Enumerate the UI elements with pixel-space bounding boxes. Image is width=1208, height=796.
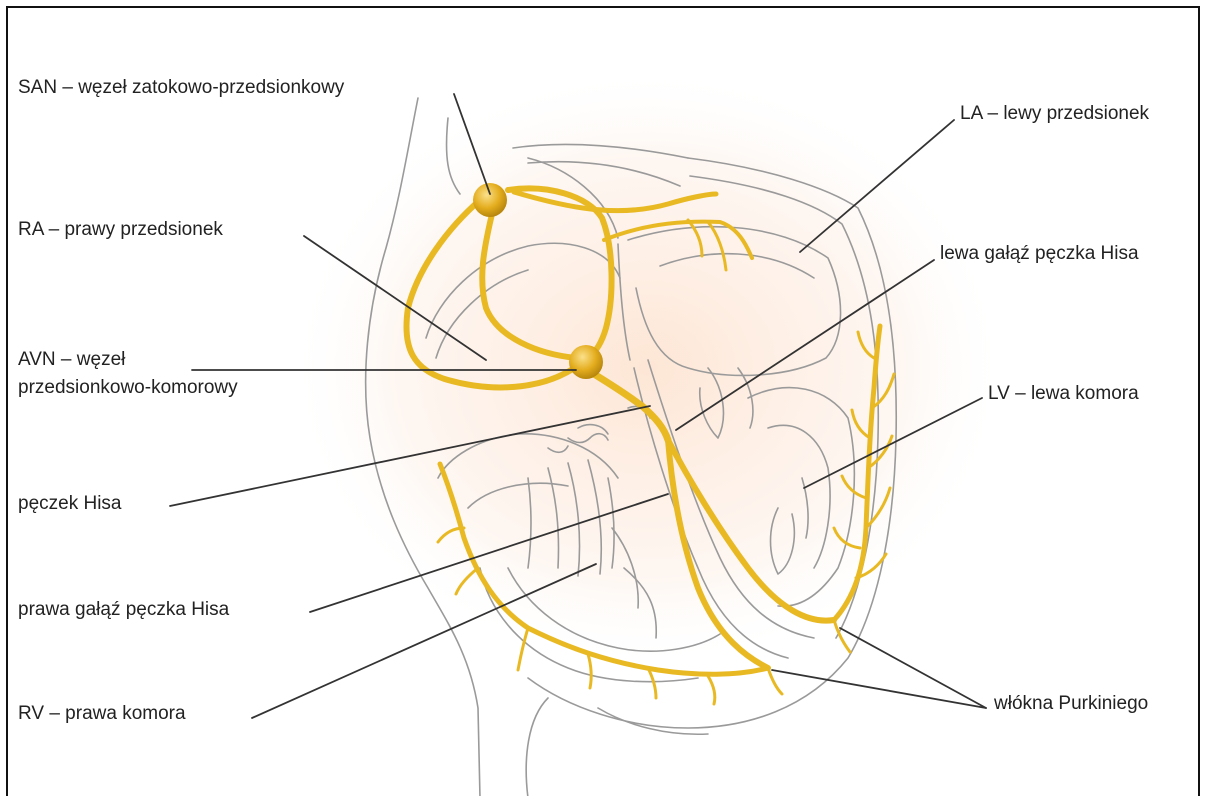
- diagram-frame: SAN – węzeł zatokowo-przedsionkowy RA – …: [6, 6, 1200, 796]
- label-purkinje: włókna Purkiniego: [994, 692, 1148, 716]
- leader-purkinje-a: [840, 628, 986, 708]
- label-lv: LV – lewa komora: [988, 382, 1139, 406]
- label-lbb: lewa gałąź pęczka Hisa: [940, 242, 1139, 266]
- label-san: SAN – węzeł zatokowo-przedsionkowy: [18, 76, 344, 100]
- av-node: [569, 345, 603, 379]
- label-rbb: prawa gałąź pęczka Hisa: [18, 598, 229, 622]
- label-rv: RV – prawa komora: [18, 702, 186, 726]
- sa-node: [473, 183, 507, 217]
- background-glow: [288, 68, 1008, 668]
- label-la: LA – lewy przedsionek: [960, 102, 1149, 126]
- label-avn-line2: przedsionkowo-komorowy: [18, 376, 238, 400]
- label-avn-line1: AVN – węzeł: [18, 348, 125, 372]
- label-his: pęczek Hisa: [18, 492, 122, 516]
- leader-purkinje-b: [772, 670, 986, 708]
- label-ra: RA – prawy przedsionek: [18, 218, 223, 242]
